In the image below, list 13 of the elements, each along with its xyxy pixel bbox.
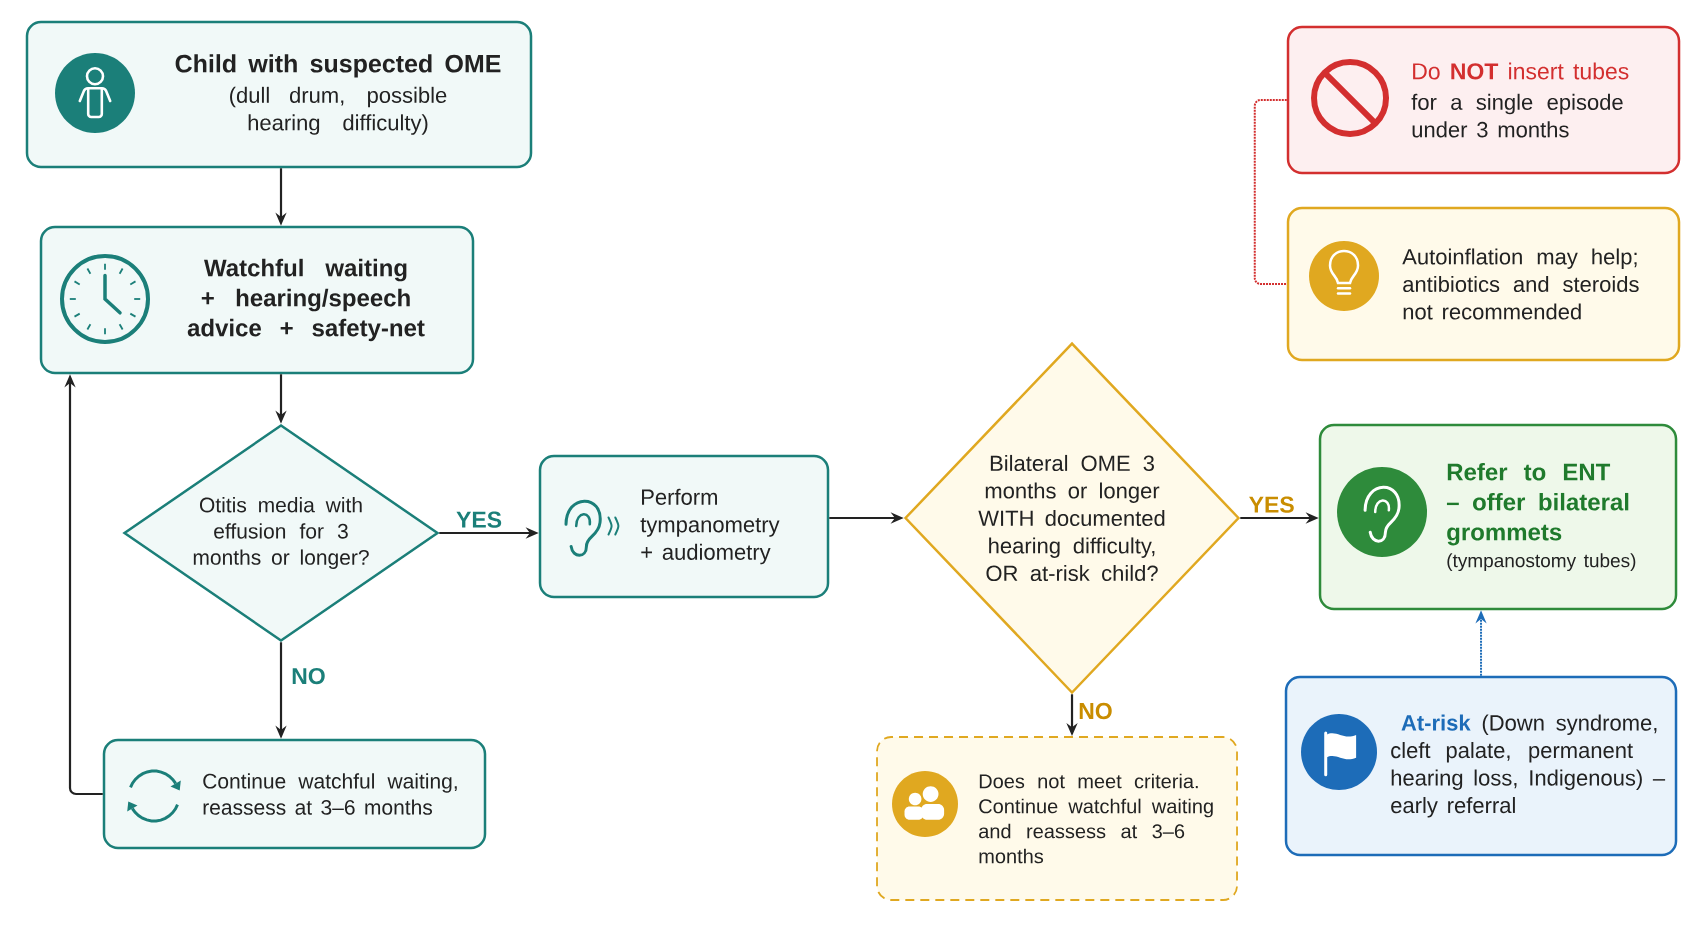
edge-label: YES [454, 509, 505, 530]
warning-box: Do NOT insert tubes for a single episode under 3 months [1286, 25, 1681, 175]
note-box: Autoinflation may help; antibiotics and steroids not recommended [1286, 206, 1681, 362]
outcome-box: Does not meet criteria. Continue watchful waiting and reassess at 3–6 months [876, 736, 1238, 901]
process-box: Watchful waiting + hearing/speech advice + safety-net [39, 225, 475, 375]
process-box: Perform tympanometry + audiometry [538, 454, 830, 599]
risk-box: At-risk (Down syndrome, cleft palate, permanent hearing loss, Indigenous) – early referral [1284, 675, 1678, 857]
referral-box: Refer to ENT – offer bilateral grommets (tympanostomy tubes) [1318, 423, 1678, 611]
edge-label: NO [289, 665, 328, 687]
process-box: Continue watchful waiting, reassess at 3–6 months [102, 738, 487, 850]
edge-label: NO [1076, 700, 1115, 722]
connector-line [1253, 99, 1288, 285]
start-box: Child with suspected OME (dull drum, possible hearing difficulty) [25, 20, 533, 169]
